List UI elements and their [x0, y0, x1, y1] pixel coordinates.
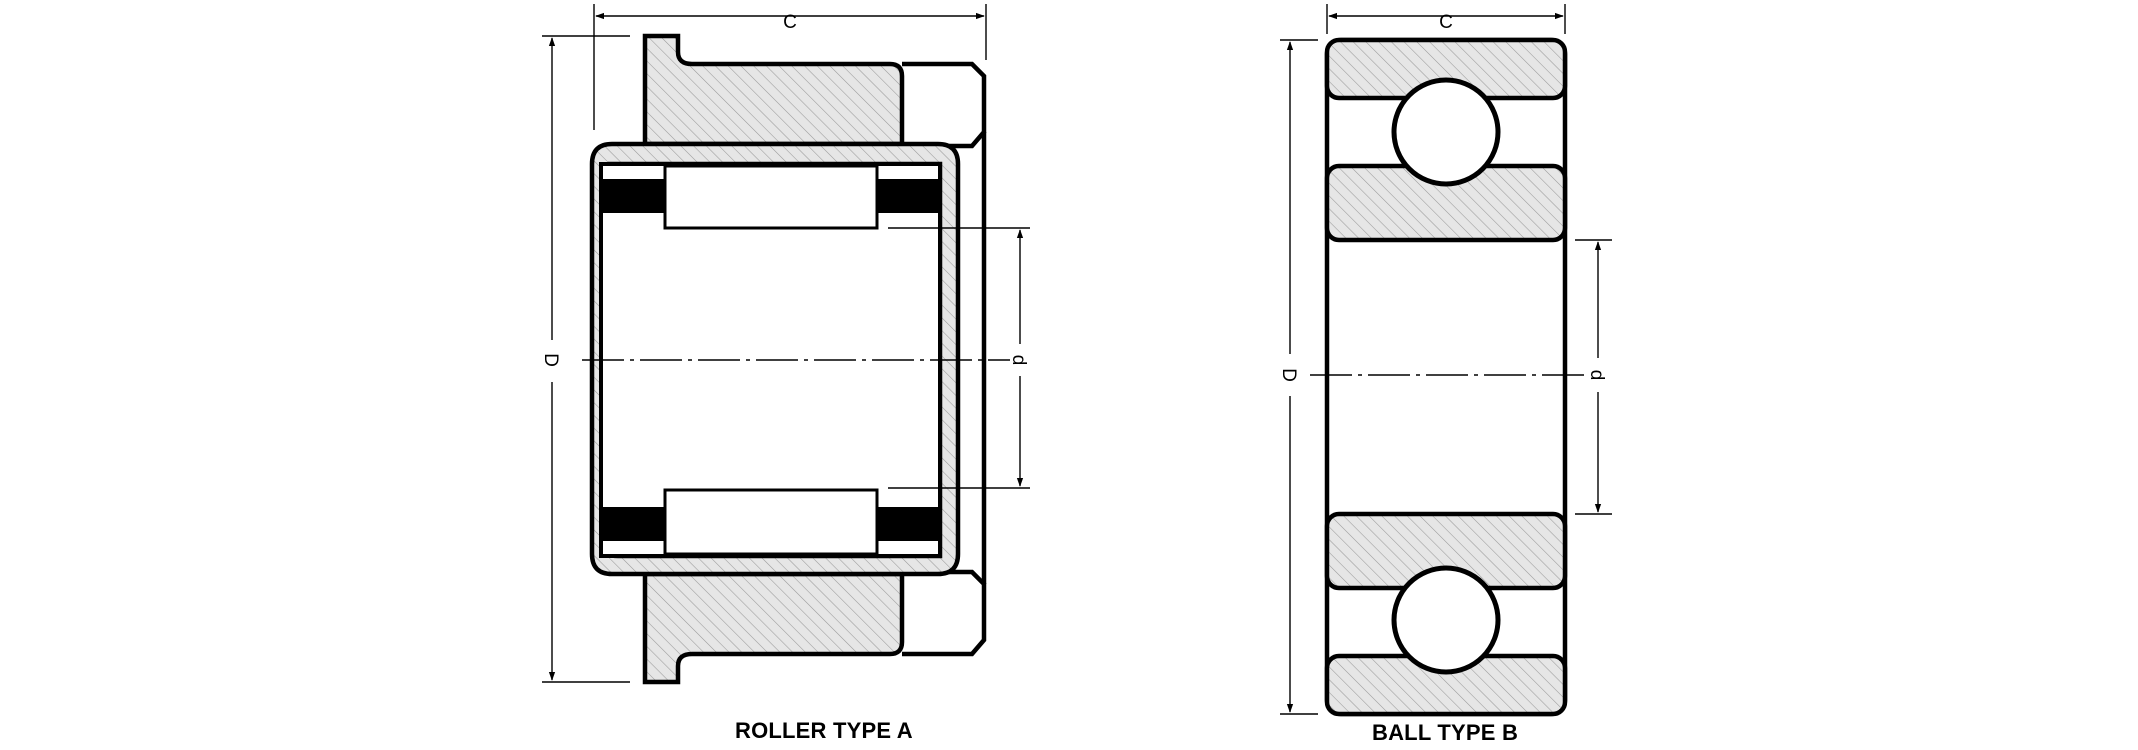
- ball-type-b-caption: BALL TYPE B: [1372, 720, 1519, 745]
- ball-dim-c-label: C: [1439, 12, 1453, 33]
- ball-type-b-drawing: [1280, 4, 1612, 717]
- ball-dim-d-label: d: [1586, 370, 1607, 381]
- roller-cage-bottom-left: [600, 507, 666, 541]
- ball-element-bottom: [1391, 565, 1501, 675]
- roller-cage-top-left: [600, 179, 666, 213]
- ball-dim-D-label: D: [1278, 368, 1299, 382]
- roller-type-a-caption: ROLLER TYPE A: [735, 718, 913, 743]
- roller-cage-top-right: [876, 179, 941, 213]
- roller-cage-bottom-right: [876, 507, 941, 541]
- roller-element-top: [663, 164, 879, 230]
- roller-element-bottom: [663, 488, 879, 556]
- ball-element-top: [1391, 77, 1501, 187]
- roller-dim-c-label: C: [783, 12, 797, 33]
- roller-dim-D-label: D: [540, 353, 561, 367]
- roller-type-a-drawing: [542, 4, 1030, 685]
- roller-outer-race-top: [642, 33, 905, 147]
- roller-housing: [902, 61, 987, 657]
- roller-outer-race-bottom: [642, 571, 905, 685]
- roller-dim-d-label: d: [1008, 355, 1029, 366]
